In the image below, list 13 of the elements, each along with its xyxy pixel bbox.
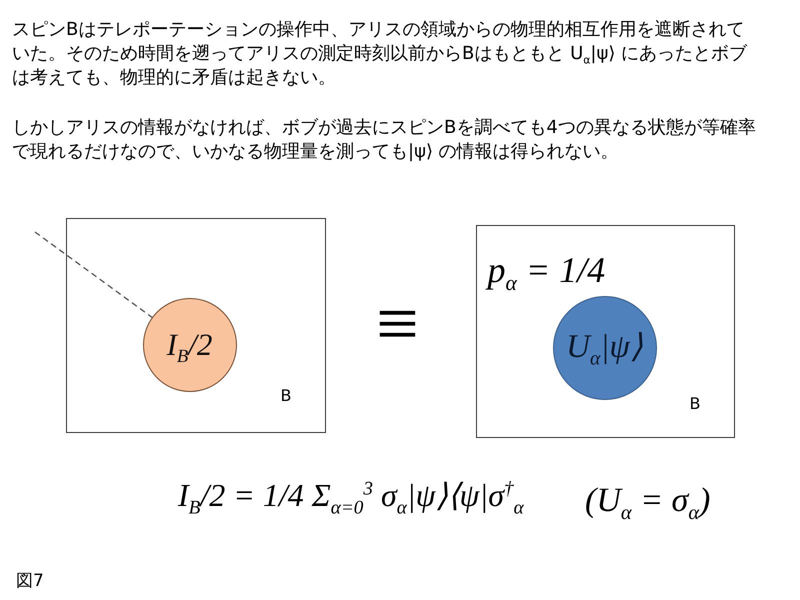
- region-box: [476, 225, 735, 438]
- spin-label: B: [280, 386, 292, 405]
- math-expression: U$_{α}$|ψ⟩: [566, 328, 643, 366]
- figure-caption: 図7: [16, 570, 44, 592]
- region-box: [66, 218, 326, 433]
- math-note: (U$_{α}$ = σ$_{α}$): [585, 482, 710, 520]
- paragraph: スピンBはテレポーテーションの操作中、アリスの領域からの物理的相互作用を遮断されていた。そのため時間を遡ってアリスの測定時刻以前からBはもともと U$_{α}$|ψ⟩ にあったとボブは考えても、物理的に矛盾は起きない。: [12, 18, 748, 90]
- dashed-line: [34, 231, 152, 318]
- paragraph: しかしアリスの情報がなければ、ボブが過去にスピンBを調べても4つの異なる状態が等確率で現れるだけなので、いかなる物理量を測っても|ψ⟩ の情報は得られない。: [12, 116, 757, 164]
- math-expression: I$_{B}$/2: [166, 326, 212, 362]
- spin-label: B: [690, 394, 700, 413]
- probability-formula: p$_{α}$ = 1/4: [488, 250, 606, 291]
- equivalence-symbol: ≡: [376, 283, 419, 367]
